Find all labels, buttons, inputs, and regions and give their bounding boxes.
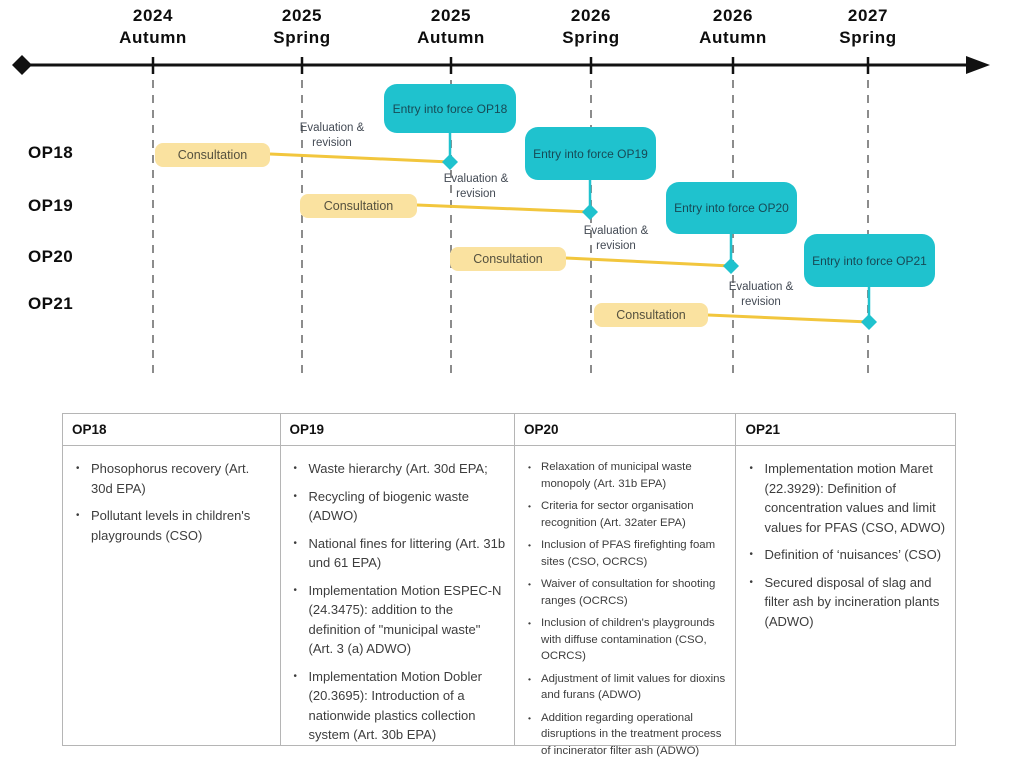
row-label-op19: OP19 [28, 196, 74, 215]
timeline-section: 2024 Autumn 2025 Spring 2025 Autumn 2026… [12, 5, 990, 380]
axis-year: 2026 [570, 6, 612, 25]
axis-year: 2027 [847, 6, 889, 25]
table-item: Waiver of consultation for shooting rang… [521, 576, 728, 609]
row-label-op18: OP18 [28, 143, 74, 162]
entry-box-op19: Entry into force OP19 [525, 127, 656, 180]
table-item: Addition regarding operational disruptio… [521, 710, 728, 760]
op19-item-list: Waste hierarchy (Art. 30d EPA; Recycling… [281, 446, 514, 753]
evaluation-label-op18: Evaluation & revision [299, 122, 365, 150]
op20-column: OP20 Relaxation of municipal waste monop… [514, 414, 737, 757]
row-label-op20: OP20 [28, 247, 74, 266]
table-item: Implementation motion Maret (22.3929): D… [742, 459, 947, 537]
table-item: Phosophorus recovery (Art. 30d EPA) [69, 459, 272, 498]
axis-season: Autumn [699, 27, 767, 47]
row-label-op21: OP21 [28, 294, 74, 313]
axis-season: Autumn [417, 27, 485, 47]
consultation-connector-op20 [565, 256, 732, 268]
table-item: Relaxation of municipal waste monopoly (… [521, 459, 728, 492]
axis-label-2025-autumn: 2025 Autumn [417, 5, 485, 48]
axis-label-2026-spring: 2026 Spring [562, 5, 619, 48]
evaluation-label-op19: Evaluation & revision [443, 173, 509, 201]
op21-column: OP21 Implementation motion Maret (22.392… [736, 414, 955, 745]
table-item: Criteria for sector organisation recogni… [521, 498, 728, 531]
milestone-diamond-op20 [723, 258, 739, 274]
milestone-diamond-op21 [861, 314, 877, 330]
table-item: Implementation Motion ESPEC-N (24.3475):… [287, 581, 506, 659]
consultation-connector-op19 [416, 203, 591, 214]
table-item: Pollutant levels in children's playgroun… [69, 506, 272, 545]
table-item: Waste hierarchy (Art. 30d EPA; [287, 459, 506, 479]
evaluation-label-op21: Evaluation & revision [728, 281, 794, 309]
axis-label-2025-spring: 2025 Spring [273, 5, 330, 48]
op18-item-list: Phosophorus recovery (Art. 30d EPA) Poll… [63, 446, 280, 553]
consultation-connector-op18 [269, 152, 451, 164]
axis-year: 2025 [281, 6, 323, 25]
axis-season: Autumn [119, 27, 187, 47]
op18-column: OP18 Phosophorus recovery (Art. 30d EPA)… [63, 414, 281, 745]
entry-box-op21: Entry into force OP21 [804, 234, 935, 287]
axis-season: Spring [273, 27, 331, 47]
axis-label-2024-autumn: 2024 Autumn [119, 5, 187, 48]
consultation-connector-op21 [707, 313, 870, 324]
axis-season: Spring [562, 27, 620, 47]
axis-year: 2026 [712, 6, 754, 25]
axis-year: 2024 [132, 6, 174, 25]
op21-column-header: OP21 [736, 414, 955, 446]
axis-arrowhead-icon [966, 56, 990, 74]
axis-label-2027-spring: 2027 Spring [839, 5, 896, 48]
milestone-diamond-op19 [582, 204, 598, 220]
op-details-table: OP18 Phosophorus recovery (Art. 30d EPA)… [62, 413, 956, 757]
consultation-box-op20: Consultation [450, 247, 566, 271]
op19-column-header: OP19 [280, 414, 514, 446]
consultation-box-op18: Consultation [155, 143, 270, 167]
consultation-box-op21: Consultation [594, 303, 708, 327]
entry-box-op20: Entry into force OP20 [666, 182, 797, 234]
axis-season: Spring [839, 27, 897, 47]
table-item: Inclusion of children's playgrounds with… [521, 615, 728, 665]
op20-column-header: OP20 [514, 414, 736, 446]
axis-start-diamond-icon [12, 55, 32, 75]
op19-column: OP19 Waste hierarchy (Art. 30d EPA; Recy… [280, 414, 515, 745]
table-item: Adjustment of limit values for dioxins a… [521, 671, 728, 704]
table-item: Recycling of biogenic waste (ADWO) [287, 487, 506, 526]
table-item: Inclusion of PFAS firefighting foam site… [521, 537, 728, 570]
evaluation-label-op20: Evaluation & revision [583, 225, 649, 253]
axis-label-2026-autumn: 2026 Autumn [699, 5, 767, 48]
milestone-diamond-op18 [442, 154, 458, 170]
table-item: Definition of ‘nuisances’ (CSO) [742, 545, 947, 565]
op18-column-header: OP18 [63, 414, 280, 446]
entry-box-op18: Entry into force OP18 [384, 84, 516, 133]
table-item: National fines for littering (Art. 31b u… [287, 534, 506, 573]
table-item: Secured disposal of slag and filter ash … [742, 573, 947, 632]
op20-item-list: Relaxation of municipal waste monopoly (… [515, 446, 736, 766]
op21-item-list: Implementation motion Maret (22.3929): D… [736, 446, 955, 639]
axis-year: 2025 [430, 6, 472, 25]
consultation-box-op19: Consultation [300, 194, 417, 218]
table-item: Implementation Motion Dobler (20.3695): … [287, 667, 506, 745]
